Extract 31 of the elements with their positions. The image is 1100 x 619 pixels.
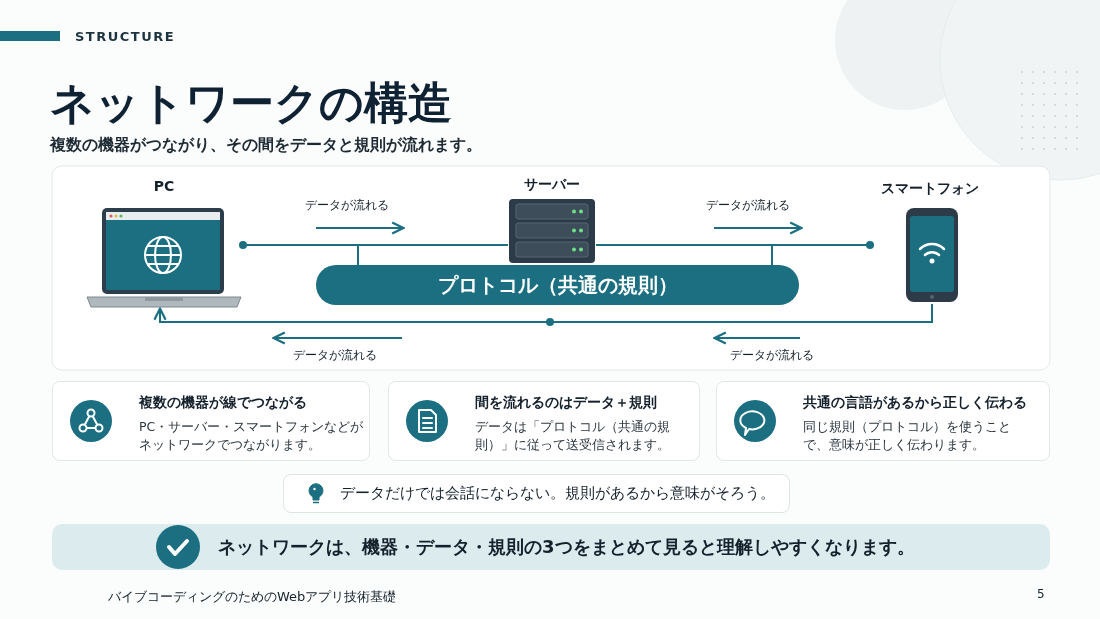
page-number: 5 xyxy=(1037,587,1045,601)
device-label: サーバー xyxy=(523,176,581,194)
flow-label: データが流れる xyxy=(293,347,377,364)
device-label: スマートフォン xyxy=(880,180,980,198)
card-text: 同じ規則（プロトコル）を使うことで、意味が正しく伝わります。 xyxy=(803,418,1012,454)
connector-line xyxy=(595,241,874,249)
connector-line xyxy=(242,244,359,266)
tip-text: データだけでは会話にならない。規則があるから意味がそろう。 xyxy=(340,484,775,503)
card-text: PC・サーバー・スマートフォンなどがネットワークでつながります。 xyxy=(139,418,365,454)
card-heading: 共通の言語があるから正しく伝わる xyxy=(803,394,1027,412)
device-label: PC xyxy=(152,178,176,194)
card-text: データは「プロトコル（共通の規則）」に従って送受信されます。 xyxy=(475,418,671,454)
summary-banner xyxy=(52,524,1050,570)
slide-title: ネットワークの構造 xyxy=(50,76,452,130)
summary-text: ネットワークは、機器・データ・規則の3つをまとめて見ると理解しやすくなります。 xyxy=(218,535,915,559)
connector-line xyxy=(153,303,933,323)
card-heading: 間を流れるのはデータ＋規則 xyxy=(475,394,657,412)
info-card xyxy=(52,381,370,461)
footer-text: バイブコーディングのためのWebアプリ技術基礎 xyxy=(108,588,397,606)
flow-label: データが流れる xyxy=(305,197,389,214)
tip-box xyxy=(283,474,790,513)
subtitle: 複数の機器がつながり、その間をデータと規則が流れます。 xyxy=(50,135,482,156)
card-heading: 複数の機器が線でつながる xyxy=(139,394,307,412)
flow-label: データが流れる xyxy=(706,197,790,214)
info-card xyxy=(716,381,1050,461)
flow-label: データが流れる xyxy=(730,347,814,364)
connector-line xyxy=(771,244,871,266)
section-label: STRUCTURE xyxy=(75,29,176,44)
connector-line xyxy=(239,241,509,249)
info-card xyxy=(388,381,700,461)
protocol-band: プロトコル（共通の規則） xyxy=(316,265,799,305)
